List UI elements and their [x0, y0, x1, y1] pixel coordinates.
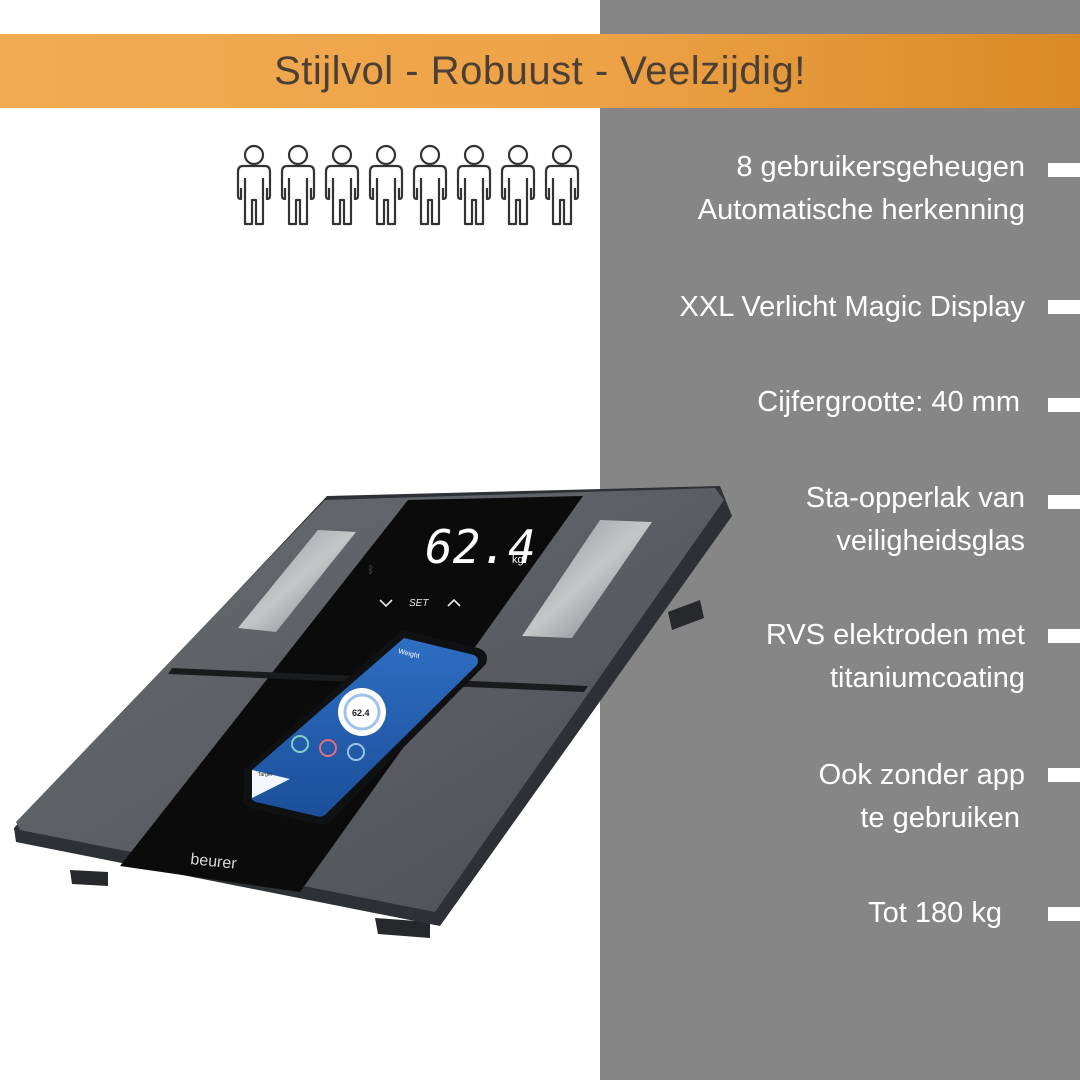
app-weight-value: 62.4	[352, 708, 370, 718]
feature-electrodes: RVS elektroden met titaniumcoating	[600, 614, 1080, 700]
up-button-icon	[447, 598, 461, 607]
feature-glass-surface: Sta-opperlak van veiligheidsglas	[600, 477, 1080, 563]
brand-logo: beurer	[190, 851, 238, 873]
feature-line: RVS elektroden met	[766, 619, 1025, 651]
person-icon	[544, 144, 580, 226]
feature-marker	[1048, 907, 1080, 921]
body-scale-image: 62.4 kg ᛒ SET beurer Weight 62.4 Target	[14, 486, 732, 938]
bluetooth-icon: ᛒ	[368, 565, 374, 576]
feature-display: XXL Verlicht Magic Display	[600, 286, 1080, 329]
feature-marker	[1048, 768, 1080, 782]
scale-foot	[375, 918, 430, 938]
feature-line: Ook zonder app	[818, 759, 1025, 791]
feature-line: XXL Verlicht Magic Display	[679, 291, 1025, 323]
feature-marker	[1048, 163, 1080, 177]
title-banner	[0, 34, 1080, 108]
feature-marker	[1048, 300, 1080, 314]
down-button-icon	[379, 599, 393, 608]
feature-marker	[1048, 495, 1080, 509]
feature-without-app: Ook zonder app te gebruiken	[600, 754, 1080, 840]
feature-user-memory: 8 gebruikersgeheugen Automatische herken…	[600, 146, 1080, 232]
electrode-right	[522, 520, 652, 638]
person-icon	[368, 144, 404, 226]
person-icon	[500, 144, 536, 226]
scale-display-unit: kg	[512, 554, 524, 566]
scale-foot	[668, 600, 704, 630]
set-button: SET	[409, 598, 429, 609]
feature-max-weight: Tot 180 kg	[600, 892, 1080, 935]
person-icon	[412, 144, 448, 226]
feature-digit-size: Cijfergrootte: 40 mm	[600, 381, 1080, 424]
person-icon	[324, 144, 360, 226]
person-icon	[456, 144, 492, 226]
person-icon	[236, 144, 272, 226]
feature-line: 8 gebruikersgeheugen	[736, 151, 1025, 183]
feature-line: Cijfergrootte: 40 mm	[757, 386, 1020, 418]
feature-marker	[1048, 398, 1080, 412]
feature-line: Automatische herkenning	[697, 194, 1025, 226]
app-card-title: Target	[258, 772, 273, 778]
scale-foot	[70, 870, 108, 886]
feature-line: Tot 180 kg	[868, 897, 1002, 929]
banner-title: Stijlvol - Robuust - Veelzijdig!	[274, 49, 806, 93]
feature-line: te gebruiken	[860, 802, 1020, 834]
smartphone: Weight 62.4 Target	[242, 630, 487, 825]
feature-line: Sta-opperlak van	[805, 482, 1025, 514]
electrode-left	[238, 530, 356, 632]
feature-line: titaniumcoating	[829, 662, 1025, 694]
scale-display-value: 62.4	[425, 520, 536, 574]
feature-line: veiligheidsglas	[836, 525, 1025, 557]
feature-marker	[1048, 629, 1080, 643]
person-icon	[280, 144, 316, 226]
